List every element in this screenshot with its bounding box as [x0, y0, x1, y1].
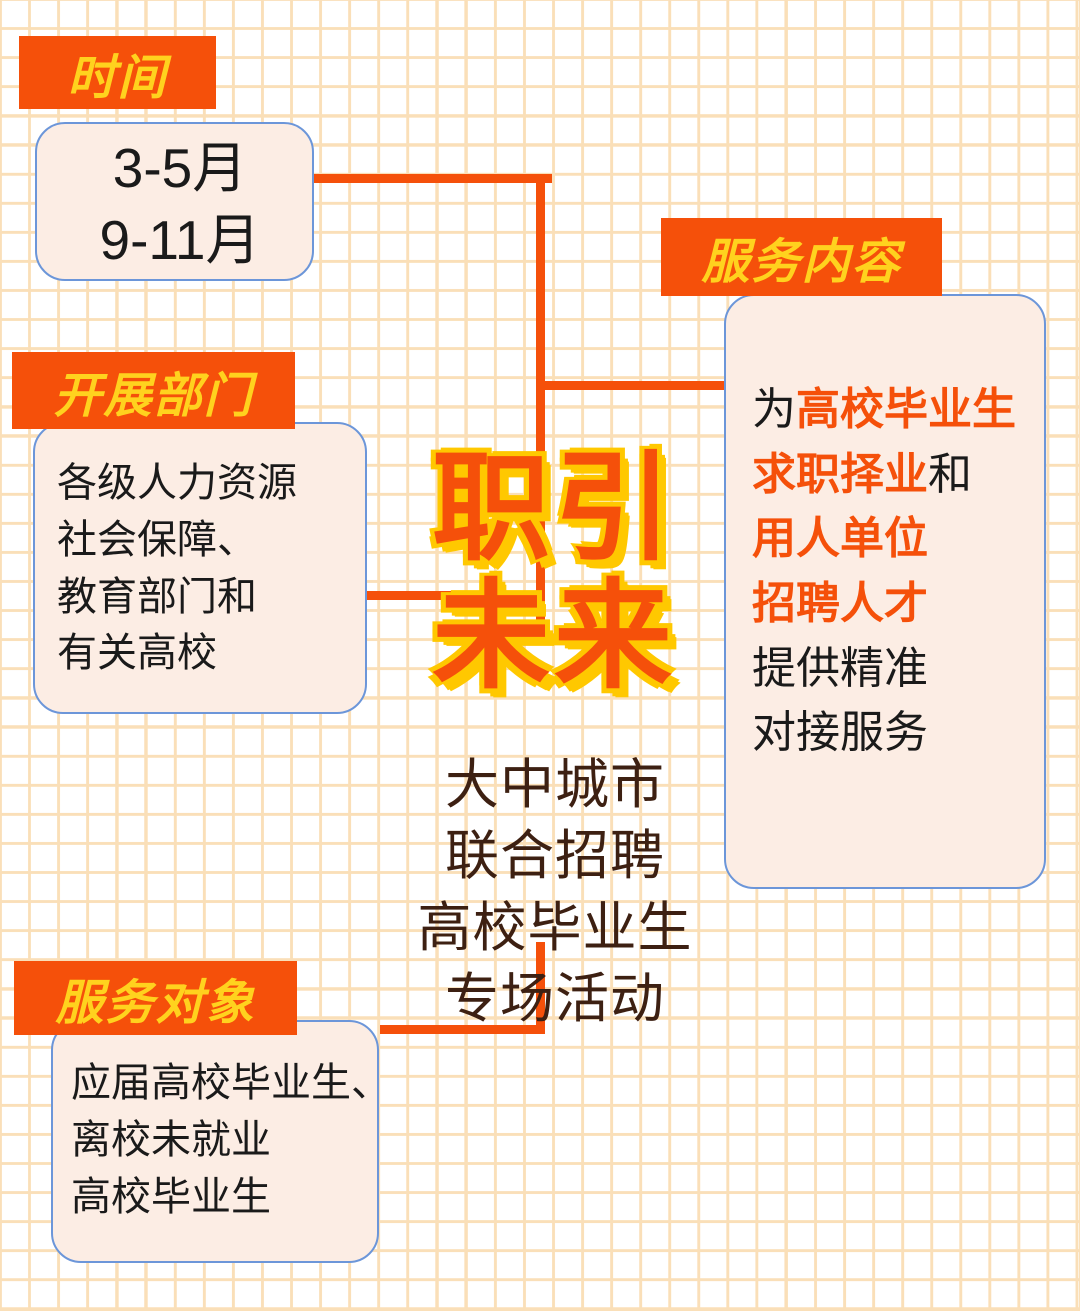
highlighted-phrase: 求职择业: [752, 449, 928, 499]
card-time-text: 3-5月 9-11月: [99, 137, 261, 271]
card-service-content-text: 为高校毕业生求职择业和用人单位招聘人才提供精准对接服务: [752, 378, 1062, 766]
card-department-text: 各级人力资源 社会保障、 教育部门和 有关高校: [57, 461, 297, 676]
plain-phrase: 提供精准: [752, 643, 928, 693]
page-title-line1: 职引: [431, 443, 676, 575]
highlighted-phrase: 高校毕业生: [796, 385, 1016, 434]
connector-trunk-vertical-lower-stub: [536, 560, 545, 630]
tag-service-content: 服务内容: [661, 218, 942, 296]
connector-time-horizontal: [313, 174, 552, 183]
highlighted-phrase: 用人单位: [752, 514, 928, 564]
connector-audience-vertical: [536, 942, 545, 1034]
tag-time-label: 时间: [67, 51, 168, 105]
connector-department-horizontal: [366, 591, 544, 600]
page-title: 职引 未来: [404, 443, 704, 703]
card-time: [35, 122, 314, 281]
plain-phrase: 为: [752, 385, 796, 434]
connector-audience-horizontal: [380, 1025, 545, 1034]
tag-time: 时间: [19, 36, 216, 109]
page-subtitle: 大中城市 联合招聘 高校毕业生 专场活动: [417, 755, 693, 1029]
tag-department: 开展部门: [12, 352, 295, 429]
tag-audience-label: 服务对象: [55, 977, 256, 1030]
card-department: [33, 422, 367, 714]
tag-audience: 服务对象: [14, 961, 297, 1035]
page-title-line2: 未来: [431, 570, 676, 703]
plain-phrase: 对接服务: [752, 708, 928, 758]
tag-service-content-label: 服务内容: [701, 236, 902, 289]
highlighted-phrase: 招聘人才: [752, 579, 928, 629]
plain-phrase: 和: [928, 449, 972, 499]
card-audience-text: 应届高校毕业生、 离校未就业 高校毕业生: [71, 1061, 391, 1219]
card-service-content: [724, 294, 1046, 889]
connector-service-content-horizontal: [536, 381, 728, 390]
tag-department-label: 开展部门: [53, 369, 254, 423]
